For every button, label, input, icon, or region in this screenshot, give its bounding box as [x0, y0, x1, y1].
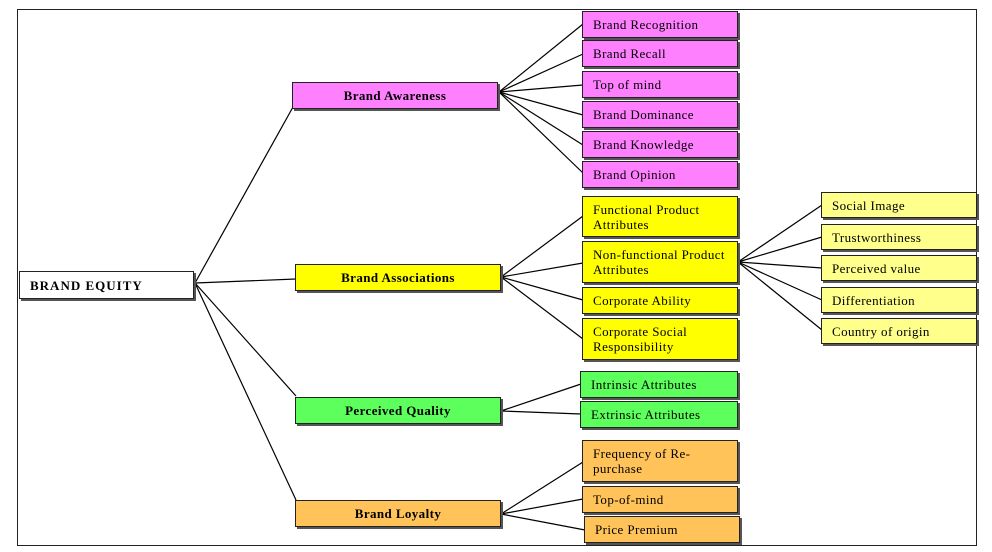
- association-item-label: Functional Product Attributes: [593, 201, 700, 232]
- link-associations-2: [500, 262, 584, 278]
- link-root-quality: [194, 282, 297, 397]
- loyalty-item-label: Top-of-mind: [593, 492, 664, 507]
- awareness-item-label: Top of mind: [593, 77, 662, 92]
- link-awareness-2: [498, 53, 584, 93]
- association-sub-item-label: Social Image: [832, 197, 906, 213]
- association-item-label: Corporate Social Responsibility: [593, 324, 688, 354]
- link-loyalty-3: [500, 513, 586, 531]
- awareness-item-label: Brand Recognition: [593, 17, 699, 32]
- awareness-item: Brand Dominance: [582, 101, 738, 128]
- link-associations-1: [500, 215, 584, 278]
- association-sub-item: Country of origin: [821, 318, 977, 344]
- awareness-item: Brand Recognition: [582, 11, 738, 38]
- brand-awareness-label: Brand Awareness: [343, 88, 447, 103]
- awareness-item: Brand Opinion: [582, 161, 738, 188]
- loyalty-item-label: Frequency of Re-purchase: [593, 446, 691, 476]
- link-awareness-6: [498, 91, 584, 174]
- association-sub-item-label: Perceived value: [832, 260, 921, 276]
- link-associations-3: [500, 276, 584, 301]
- link-quality-1: [500, 383, 582, 412]
- link-sub-5: [737, 261, 823, 331]
- link-awareness-5: [498, 91, 584, 146]
- brand-loyalty-node: Brand Loyalty: [295, 500, 501, 527]
- link-root-loyalty: [194, 282, 297, 501]
- link-awareness-4: [498, 91, 584, 116]
- loyalty-item: Price Premium: [584, 516, 740, 543]
- link-loyalty-2: [500, 498, 584, 515]
- association-item-label: Corporate Ability: [593, 293, 692, 308]
- awareness-item: Brand Knowledge: [582, 131, 738, 158]
- quality-item: Extrinsic Attributes: [580, 401, 738, 428]
- association-item: Corporate Ability: [582, 287, 738, 314]
- awareness-item-label: Brand Dominance: [593, 107, 694, 122]
- association-sub-item: Differentiation: [821, 287, 977, 313]
- perceived-quality-label: Perceived Quality: [345, 403, 451, 418]
- brand-loyalty-label: Brand Loyalty: [354, 506, 442, 521]
- awareness-item: Top of mind: [582, 71, 738, 98]
- link-sub-3: [737, 261, 823, 269]
- association-sub-item-label: Differentiation: [832, 292, 916, 308]
- link-root-awareness: [194, 106, 294, 284]
- association-item: Corporate Social Responsibility: [582, 318, 738, 360]
- perceived-quality-node: Perceived Quality: [295, 397, 501, 424]
- quality-item-label: Extrinsic Attributes: [591, 407, 701, 422]
- link-associations-4: [500, 276, 584, 340]
- association-item: Non-functional Product Attributes: [582, 241, 738, 283]
- quality-item: Intrinsic Attributes: [580, 371, 738, 398]
- brand-awareness-node: Brand Awareness: [292, 82, 498, 109]
- loyalty-item-label: Price Premium: [595, 522, 678, 537]
- brand-associations-label: Brand Associations: [341, 270, 455, 285]
- quality-item-label: Intrinsic Attributes: [591, 377, 697, 392]
- loyalty-item: Frequency of Re-purchase: [582, 440, 738, 482]
- association-item-label: Non-functional Product Attributes: [593, 247, 725, 277]
- link-root-associations: [194, 278, 297, 284]
- loyalty-item: Top-of-mind: [582, 486, 738, 513]
- awareness-item: Brand Recall: [582, 40, 738, 67]
- link-awareness-3: [498, 84, 584, 93]
- awareness-item-label: Brand Knowledge: [593, 137, 694, 152]
- brand-equity-label: BRAND EQUITY: [30, 277, 143, 293]
- link-awareness-1: [498, 23, 584, 93]
- association-sub-item: Perceived value: [821, 255, 977, 281]
- association-sub-item-label: Country of origin: [832, 323, 930, 339]
- brand-equity-node: BRAND EQUITY: [19, 271, 194, 299]
- link-loyalty-1: [500, 461, 584, 515]
- awareness-item-label: Brand Opinion: [593, 167, 676, 182]
- awareness-item-label: Brand Recall: [593, 46, 667, 61]
- link-sub-2: [737, 236, 823, 263]
- association-item: Functional Product Attributes: [582, 196, 738, 237]
- brand-associations-node: Brand Associations: [295, 264, 501, 291]
- association-sub-item: Social Image: [821, 192, 977, 218]
- association-sub-item: Trustworthiness: [821, 224, 977, 250]
- link-sub-4: [737, 261, 823, 301]
- association-sub-item-label: Trustworthiness: [832, 229, 922, 245]
- link-quality-2: [500, 410, 582, 415]
- link-sub-1: [737, 204, 823, 263]
